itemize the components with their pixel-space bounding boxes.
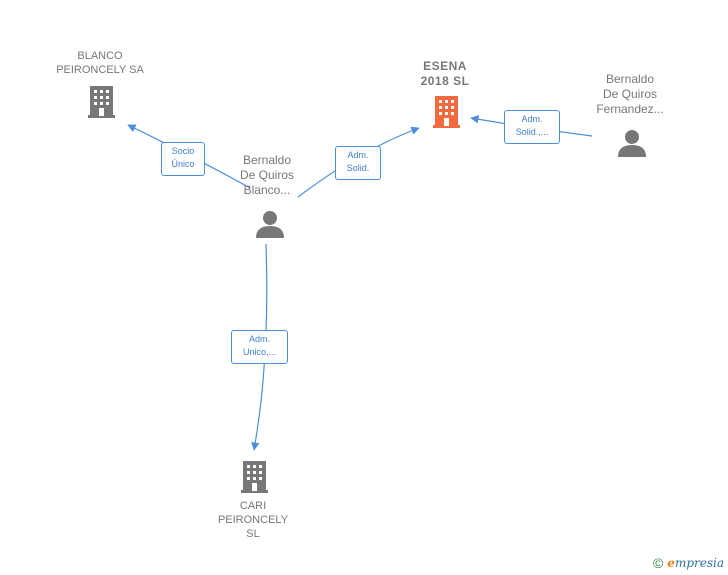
node-label-blanco-peironcely[interactable]: BLANCO PEIRONCELY SA [56, 50, 144, 76]
copyright-icon: © [652, 555, 664, 571]
brand-logo[interactable]: empresia [667, 556, 724, 570]
node-label-cari-peironcely[interactable]: CARI PEIRONCELY SL [217, 500, 289, 540]
building-icon[interactable] [88, 86, 115, 118]
edge-label-adm-solid-2[interactable]: Adm. Solid.,... [504, 110, 560, 144]
edge-label-adm-solid-1[interactable]: Adm. Solid. [335, 146, 381, 180]
node-label-esena[interactable]: ESENA 2018 SL [420, 59, 470, 88]
brand-initial: e [667, 556, 675, 570]
footer-brand: © empresia [653, 555, 724, 571]
edge-label-adm-unico[interactable]: Adm. Unico,... [231, 330, 288, 364]
building-icon[interactable] [241, 461, 268, 493]
node-label-bernaldo-fernandez[interactable]: Bernaldo De Quiros Fernandez... [596, 72, 664, 116]
person-icon[interactable] [256, 211, 284, 238]
person-icon[interactable] [618, 130, 646, 157]
node-label-bernaldo-blanco[interactable]: Bernaldo De Quiros Blanco... [239, 153, 295, 197]
brand-name: mpresia [674, 556, 724, 570]
building-icon-highlight[interactable] [433, 96, 460, 128]
edge-label-socio-unico[interactable]: Socio Único [161, 142, 205, 176]
